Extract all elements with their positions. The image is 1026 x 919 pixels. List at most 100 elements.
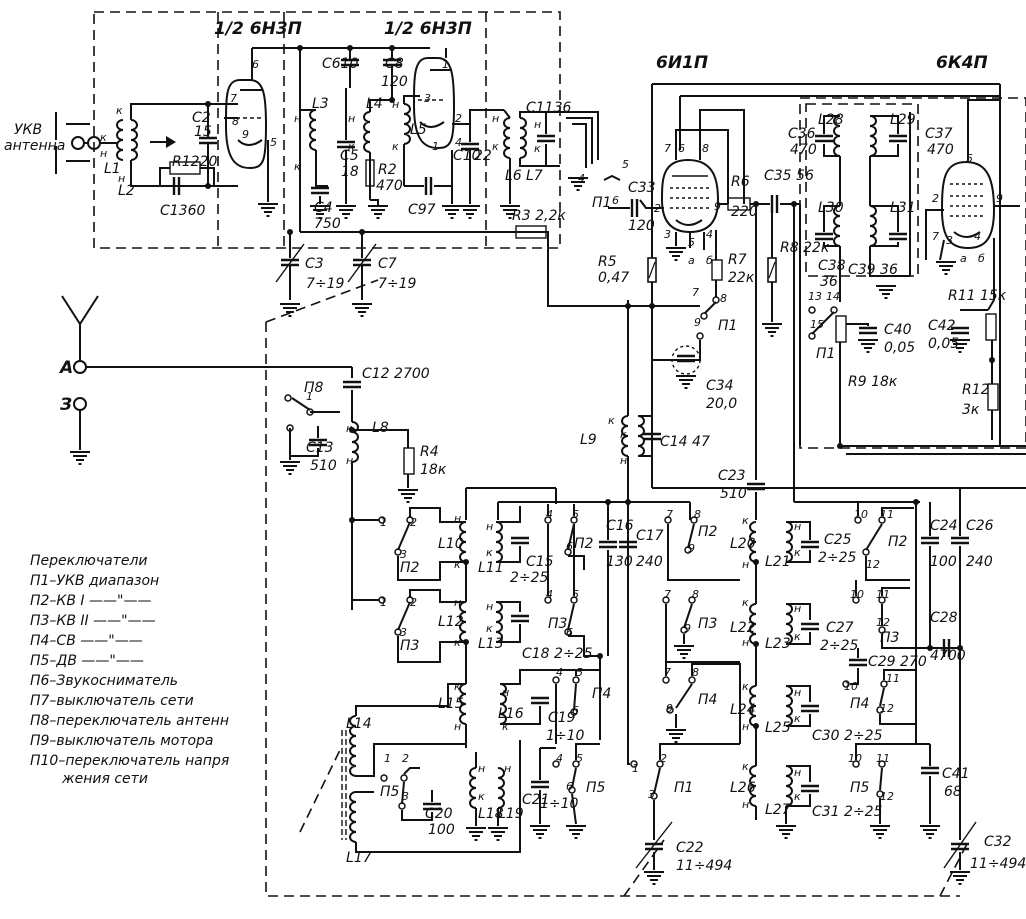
pin-label: н [454,512,461,525]
pin-label: н [492,112,499,125]
pin-label: 6 [566,626,573,639]
component-label: 750 [314,216,341,232]
pin-label: к [742,760,749,773]
component-label: L17 [346,850,372,866]
pin-label: 9 [714,200,721,213]
pin-label: 6 [612,194,619,207]
component-label: 1÷10 [540,796,579,812]
pin-label: 3 [400,548,407,561]
pin-label: н [486,600,493,613]
component-label: 22 [474,148,492,164]
pin-label: 8 [692,666,699,679]
component-label: C26 [966,518,994,534]
pin-label: 12 [880,702,894,715]
component-label: C24 [930,518,958,534]
component-label: L29 [890,112,916,128]
component-label: 18к [420,462,447,478]
pin-label: н [794,686,801,699]
pin-label: 4 [455,136,462,149]
pin-label: 6 [566,780,573,793]
switch-label: П2 [698,524,718,540]
component-label: 7÷19 [378,276,417,292]
pin-label: н [454,596,461,609]
switch-label: П5 [380,784,400,800]
pin-label: 4 [578,172,585,185]
component-label: L16 [498,706,524,722]
component-label: 22к [728,270,755,286]
pin-label: 5 [576,666,583,679]
pin-label: б [706,254,713,267]
pin-label: 6 [678,142,685,155]
component-label: 11÷494 [970,856,1026,872]
component-label: L6 [505,168,522,184]
legend-item: П2–КВ I ——"—— [30,593,151,609]
pin-label: 10 [850,588,864,601]
pin-label: к [294,160,301,173]
pin-label: н [742,798,749,811]
pin-label: 4 [974,230,981,243]
pin-label: к [742,596,749,609]
ukv-antenna-label-1: УКВ [14,122,42,138]
pin-label: к [742,680,749,693]
switch-label: П2 [400,560,420,576]
component-label: 7÷19 [306,276,345,292]
pin-label: к [346,422,353,435]
switch-label: П5 [850,780,870,796]
component-label: L28 [818,112,844,128]
pin-label: 11 [876,752,890,765]
pin-label: н [100,147,107,160]
pin-label: а [688,254,695,267]
switch-label: П2 [888,534,908,550]
pin-label: 8 [702,142,709,155]
pin-label: 7 [230,92,237,105]
pin-label: 10 [844,680,858,693]
tube-label-3: 6И1П [656,53,708,73]
pin-label: 5 [622,158,629,171]
switch-label: П5 [586,780,606,796]
component-label: C3 [305,256,324,272]
component-label: C22 [676,840,704,856]
antenna-a-label: А [58,358,73,378]
component-label: C40 [884,322,912,338]
legend-item: П8–переключатель антенн [30,713,229,729]
component-label: C27 [826,620,854,636]
switch-label: П4 [592,686,611,702]
legend-title: Переключатели [30,553,148,569]
pin-label: 9 [666,702,673,715]
pin-label: 2 [410,516,417,529]
component-label: 0,05 [928,336,959,352]
pin-label: 1 [380,516,387,529]
component-label: L12 [438,614,464,630]
component-label: L4 [366,96,383,112]
component-label: 510 [310,458,337,474]
switch-label: П1 [816,346,835,362]
pin-label: 11 [886,672,900,685]
pin-label: н [742,558,749,571]
switch-label: П3 [548,616,567,632]
pin-label: 7 [692,286,699,299]
component-label: C610 [322,56,359,72]
pin-label: 2 [932,192,939,205]
component-label: R7 [728,252,747,268]
component-label: L8 [372,420,389,436]
pin-label: 5 [572,508,579,521]
pin-label: 9 [684,622,691,635]
pin-label: 5 [688,236,695,249]
component-label: C2 [192,110,211,126]
pin-label: 3 [664,228,671,241]
component-label: 100 [930,554,957,570]
component-label: R5 [598,254,617,270]
component-label: L7 [526,168,543,184]
pin-label: к [608,414,615,427]
pin-label: 5 [270,136,277,149]
component-label: C7 [378,256,397,272]
component-label: C12 2700 [362,366,430,382]
pin-label: 13 [808,290,822,303]
component-label: 18 [341,164,359,180]
pin-label: 1 [442,58,449,71]
component-label: L5 [410,122,427,138]
